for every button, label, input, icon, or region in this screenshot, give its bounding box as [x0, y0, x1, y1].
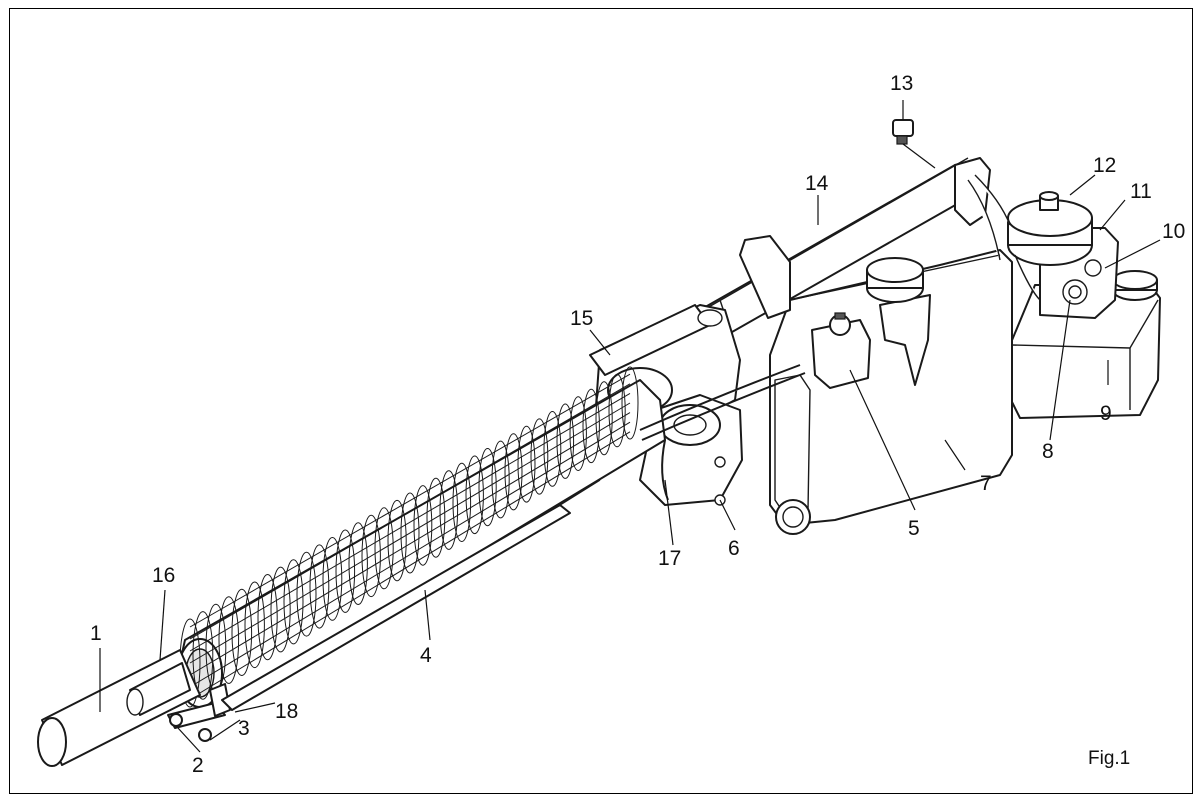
cage-rod: [189, 383, 631, 640]
cage-ring: [413, 485, 433, 566]
solution-tank: [769, 249, 1013, 535]
cage-ring: [218, 596, 240, 684]
callout-11: 11: [1130, 180, 1152, 203]
callout-16: 16: [152, 564, 175, 587]
cage-ring: [621, 366, 639, 440]
cage-rod: [189, 373, 631, 628]
cage-ring: [582, 388, 600, 464]
protective-cage: [179, 366, 639, 708]
cage-ring: [595, 381, 613, 456]
callout-4: 4: [420, 644, 432, 667]
cage-ring: [374, 507, 394, 590]
callout-5: 5: [908, 517, 920, 540]
callout-2: 2: [192, 754, 204, 777]
solution-hose: [221, 364, 806, 711]
callout-18: 18: [275, 700, 298, 723]
cage-ring: [348, 522, 368, 605]
figure-label: Fig.1: [1088, 748, 1131, 769]
cage-rod: [189, 402, 631, 664]
rear-filler-cap: [1112, 270, 1158, 301]
callout-labels: 1 2 3 4 5 6 7 8 9 10 11 12 13 14 15 16 1…: [90, 72, 1185, 777]
cage-ring: [296, 551, 317, 637]
cage-ring: [452, 462, 472, 542]
air-pump: [1007, 191, 1093, 266]
callout-14: 14: [805, 172, 829, 195]
cage-ring: [569, 396, 587, 472]
callout-17: 17: [658, 547, 681, 570]
cage-ring: [504, 433, 523, 511]
cage-ring: [270, 566, 291, 653]
injection-nozzle: [167, 683, 231, 742]
tank-valve: [811, 312, 871, 389]
callout-9: 9: [1100, 402, 1112, 425]
cage-rod: [189, 392, 631, 652]
spark-plug: [892, 119, 936, 169]
cage-ring: [517, 425, 536, 503]
cage-ring: [543, 411, 562, 487]
callout-12: 12: [1093, 154, 1116, 177]
cage-ring: [478, 448, 497, 527]
cage-ring: [465, 455, 484, 535]
cage-ring: [556, 403, 575, 479]
rear-tank: [1009, 284, 1161, 419]
figure-frame: [9, 8, 1193, 794]
callout-3: 3: [238, 717, 250, 740]
cage-ring: [283, 559, 304, 645]
cage-ring: [231, 588, 253, 677]
cage-ring: [400, 492, 420, 574]
cage-ring: [244, 581, 265, 669]
cage-rod: [189, 412, 631, 676]
callout-13: 13: [890, 72, 913, 95]
cage-ring: [257, 574, 278, 661]
callout-8: 8: [1042, 440, 1054, 463]
leader-lines: [99, 100, 1161, 753]
cage-ring: [387, 499, 407, 582]
callout-10: 10: [1162, 220, 1185, 243]
cage-ring: [439, 470, 459, 550]
cage-rod: [189, 421, 631, 688]
callout-6: 6: [728, 537, 740, 560]
cage-ring: [309, 544, 330, 629]
cage-ring: [491, 440, 510, 519]
cage-ring: [335, 529, 356, 613]
cage-ring: [192, 611, 214, 700]
cage-ring: [426, 477, 446, 558]
outlet-pipe: [37, 649, 201, 767]
callout-15: 15: [570, 307, 593, 330]
cage-ring: [322, 537, 343, 621]
callout-1: 1: [90, 622, 102, 645]
cage-rod: [189, 431, 631, 700]
cage-ring: [361, 514, 381, 598]
cage-ring: [608, 373, 626, 448]
cage-ring: [530, 418, 549, 495]
fuel-lines: [967, 174, 1041, 301]
callout-7: 7: [980, 472, 992, 495]
